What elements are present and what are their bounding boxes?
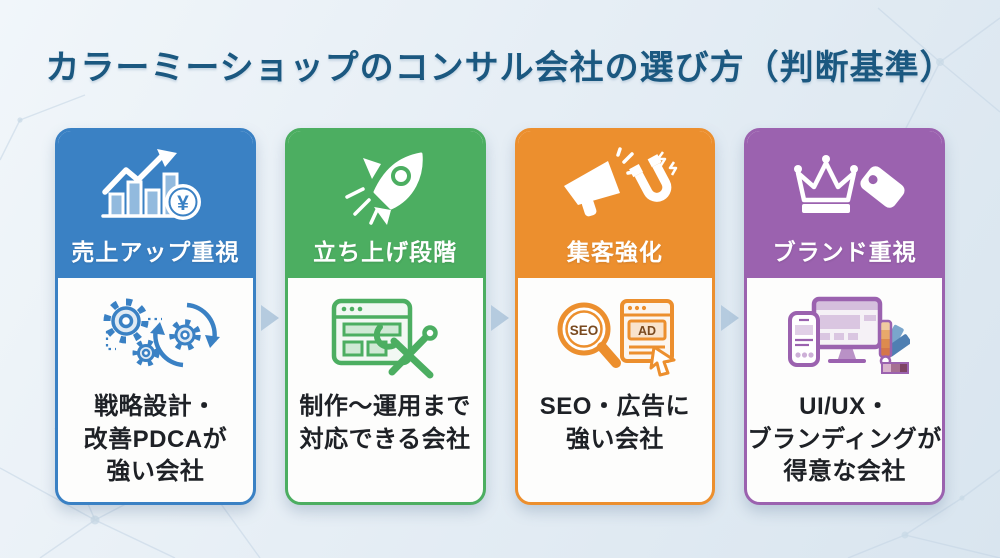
seo-text: SEO [570,323,599,338]
website-build-tools-icon [331,298,438,379]
card-sales-label: 売上アップ重視 [71,239,240,265]
card-launch-label: 立ち上げ段階 [313,239,458,265]
card-sales-body: 戦略設計・ 改善PDCAが 強い会社 [58,278,253,502]
right-arrow-icon [720,305,739,331]
card-sales-description: 戦略設計・ 改善PDCAが 強い会社 [83,393,228,486]
criteria-cards-row: ¥ 売上アップ重視 [55,128,945,505]
sales-growth-chart-yen-icon: ¥ [101,149,202,220]
seo-ad-search-icon: SEO AD [557,299,676,377]
rocket-launch-icon [345,152,423,225]
card-launch-description: 制作〜運用まで 対応できる会社 [299,393,471,453]
pdca-gears-cycle-icon [103,298,221,368]
card-brand-header: ブランド重視 [747,131,942,278]
card-traffic-header: 集客強化 [517,131,713,278]
card-traffic-description: SEO・広告に 強い会社 [539,393,690,453]
step-gap [256,128,285,505]
step-gap [486,128,515,505]
card-sales-focus: ¥ 売上アップ重視 [55,128,256,505]
crown-price-tag-icon [793,155,905,213]
card-brand-label: ブランド重視 [772,239,917,265]
card-sales-header: ¥ 売上アップ重視 [58,131,253,278]
right-arrow-icon [261,305,280,331]
card-launch-stage: 立ち上げ段階 [284,128,486,505]
yen-symbol: ¥ [178,192,190,215]
right-arrow-icon [491,305,509,331]
devices-branding-swatches-icon [787,296,910,374]
card-traffic-body: SEO AD SEO・広告に 強い会社 [518,278,713,502]
card-traffic-label: 集客強化 [566,239,663,265]
megaphone-magnet-icon [563,147,678,217]
ad-text: AD [638,324,656,338]
card-traffic-boost: 集客強化 SEO AD [514,128,716,505]
card-brand-description: UI/UX・ ブランディングが 得意な会社 [747,393,942,486]
step-gap [715,128,744,505]
card-launch-header: 立ち上げ段階 [287,131,483,278]
card-brand-focus: ブランド重視 [744,128,945,505]
page-title: カラーミーショップのコンサル会社の選び方（判断基準） [45,49,955,87]
card-brand-body: UI/UX・ ブランディングが 得意な会社 [747,278,942,502]
card-launch-body: 制作〜運用まで 対応できる会社 [288,278,483,502]
